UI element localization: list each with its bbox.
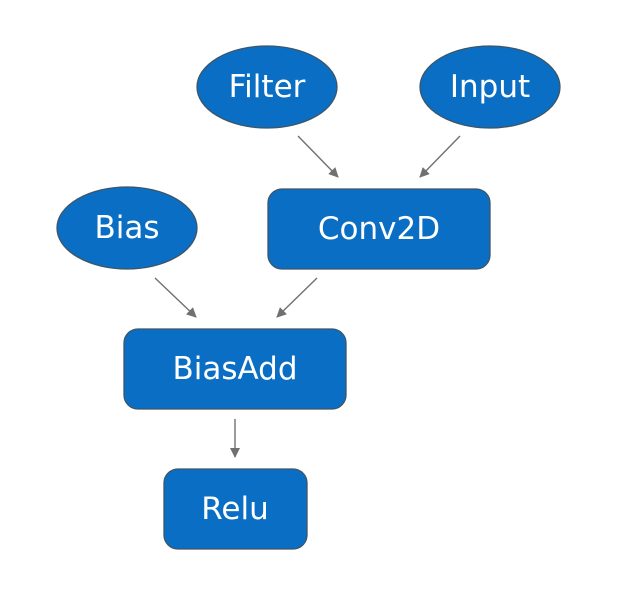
node-filter: Filter [196,45,338,129]
node-conv2d-shape [267,188,491,270]
node-bias: Bias [56,186,198,270]
edge-bias-to-biasadd [154,277,197,318]
edge-input-to-conv2d [419,135,461,178]
node-relu-shape [163,468,308,550]
node-biasadd-shape [123,328,347,410]
node-conv2d: Conv2D [267,188,491,270]
node-input-shape [419,45,561,129]
node-bias-label: Bias [94,210,159,246]
node-relu-label: Relu [201,491,268,527]
node-filter-label: Filter [229,69,306,105]
node-biasadd-label: BiasAdd [172,351,297,387]
edges [154,135,461,458]
node-bias-shape [56,186,198,270]
node-input: Input [419,45,561,129]
node-filter-shape [196,45,338,129]
edge-conv2d-to-biasadd [276,277,318,318]
node-biasadd: BiasAdd [123,328,347,410]
node-relu: Relu [163,468,308,550]
node-input-label: Input [450,69,530,105]
edge-filter-to-conv2d [297,135,339,178]
node-conv2d-label: Conv2D [318,211,440,247]
